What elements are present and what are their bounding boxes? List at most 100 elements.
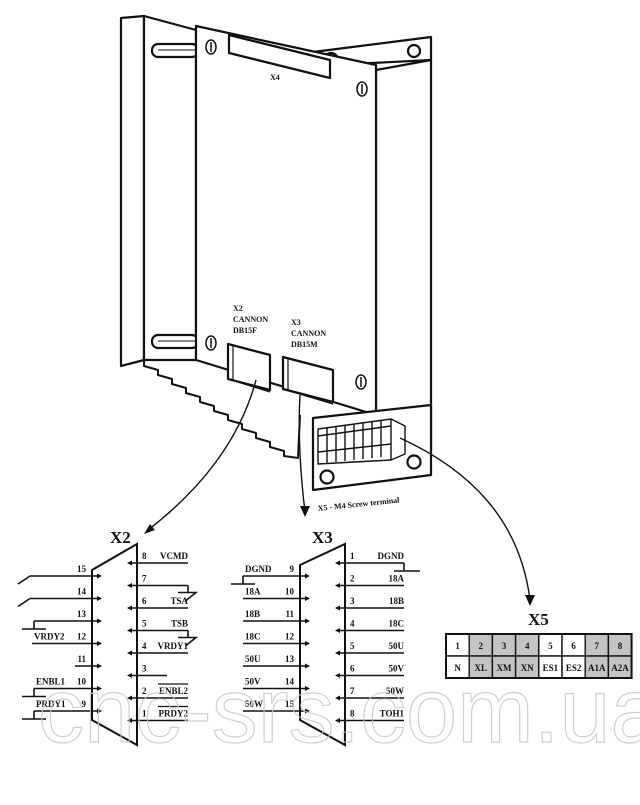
arrow-left-icon: [335, 628, 340, 633]
signal-ground-icon: [394, 563, 420, 572]
signal-name: TOH1: [380, 709, 405, 719]
ground-symbol-icon: [17, 597, 42, 608]
arrow-left-icon: [335, 605, 340, 611]
pin-number: 9: [290, 564, 295, 574]
terminal-signal: ES1: [543, 663, 559, 673]
pin-11: 11: [75, 654, 102, 669]
pin-number: 4: [350, 619, 355, 629]
arrow-left-icon: [335, 695, 340, 701]
pin-14: 14: [17, 587, 102, 608]
drive-right-side: [374, 58, 433, 452]
x3-device-label: X3 CANNON DB15M: [291, 318, 326, 349]
arrow-right-icon: [97, 686, 102, 691]
svg-text:DB15F: DB15F: [233, 326, 257, 335]
x4-connector: [227, 33, 332, 80]
heatsink-fins: [143, 360, 301, 459]
terminal-signal: N: [454, 663, 461, 673]
pin-number: 7: [142, 574, 147, 584]
signal-ground-icon: [22, 711, 46, 720]
signal-name: TSB: [171, 619, 188, 629]
signal-ground-icon: [22, 688, 46, 698]
leader-arrows: [147, 379, 531, 601]
pin-number: 5: [350, 641, 355, 651]
signal-name: 18A: [245, 587, 261, 597]
terminal-signal: ES2: [566, 663, 582, 673]
pin-number: 15: [285, 699, 295, 709]
signal-name: 50V: [245, 677, 261, 687]
x5-title: X5: [528, 610, 549, 629]
arrow-left-icon: [335, 650, 340, 656]
x2-title: X2: [110, 528, 131, 547]
pin-number: 13: [77, 609, 87, 619]
arrow-left-icon: [127, 695, 132, 701]
svg-text:CANNON: CANNON: [291, 329, 326, 338]
pin-15: 15: [17, 564, 102, 585]
svg-text:CANNON: CANNON: [233, 315, 268, 324]
arrow-right-icon: [97, 663, 102, 669]
svg-text:DB15M: DB15M: [291, 340, 318, 349]
signal-name: TSA: [170, 596, 188, 606]
x2-leader-arrow: [147, 379, 257, 531]
arrow-right-icon: [305, 663, 310, 669]
pin-number: 6: [350, 664, 355, 674]
terminal-signal: XN: [521, 663, 534, 673]
pin-3: 3: [127, 664, 167, 678]
arrow-left-icon: [127, 673, 132, 678]
pin-5: 5 TSB: [127, 619, 199, 647]
signal-name: 50V: [389, 664, 405, 674]
heatsink-back: [142, 14, 198, 362]
pin-number: 3: [350, 596, 355, 606]
pin-number: 5: [142, 619, 147, 629]
arrow-right-icon: [97, 708, 102, 714]
pin-12: 12 VRDY2: [32, 632, 102, 646]
ground-symbol-icon: [178, 630, 199, 647]
terminal-signal: XM: [497, 663, 512, 673]
signal-name: 18C: [389, 619, 405, 629]
arrow-left-icon: [335, 673, 340, 678]
pin-number: 1: [142, 709, 147, 719]
signal-name: 18B: [245, 609, 260, 619]
pin-number: 11: [77, 654, 86, 664]
arrow-right-icon: [305, 573, 310, 579]
pin-number: 2: [350, 574, 355, 584]
terminal-number: 1: [455, 641, 460, 651]
x3-leader-arrow: [298, 394, 306, 513]
standoff-rod-top: [150, 42, 200, 59]
arrow-head-icon: [144, 524, 155, 534]
arrow-left-icon: [127, 650, 132, 656]
x2-db15-connector: [226, 342, 272, 393]
arrow-right-icon: [305, 596, 310, 601]
pin-number: 8: [142, 551, 147, 561]
pin-number: 9: [82, 699, 87, 709]
pin-number: 14: [77, 587, 87, 597]
pin-number: 12: [77, 632, 87, 642]
arrow-left-icon: [335, 583, 340, 588]
x3-title: X3: [312, 528, 333, 547]
standoff-rod-bottom: [150, 333, 200, 350]
signal-ground-icon: [22, 621, 46, 630]
arrow-left-icon: [127, 628, 132, 633]
arrow-right-icon: [305, 641, 310, 646]
pin-7: 7: [127, 574, 199, 602]
signal-name: VRDY2: [34, 632, 65, 642]
terminal-signal: XL: [475, 663, 488, 673]
heatsink-side-plate: [119, 14, 146, 368]
arrow-right-icon: [305, 618, 310, 624]
mount-hole-icon: [319, 469, 335, 485]
signal-name: 50W: [386, 686, 404, 696]
arrow-right-icon: [97, 641, 102, 646]
